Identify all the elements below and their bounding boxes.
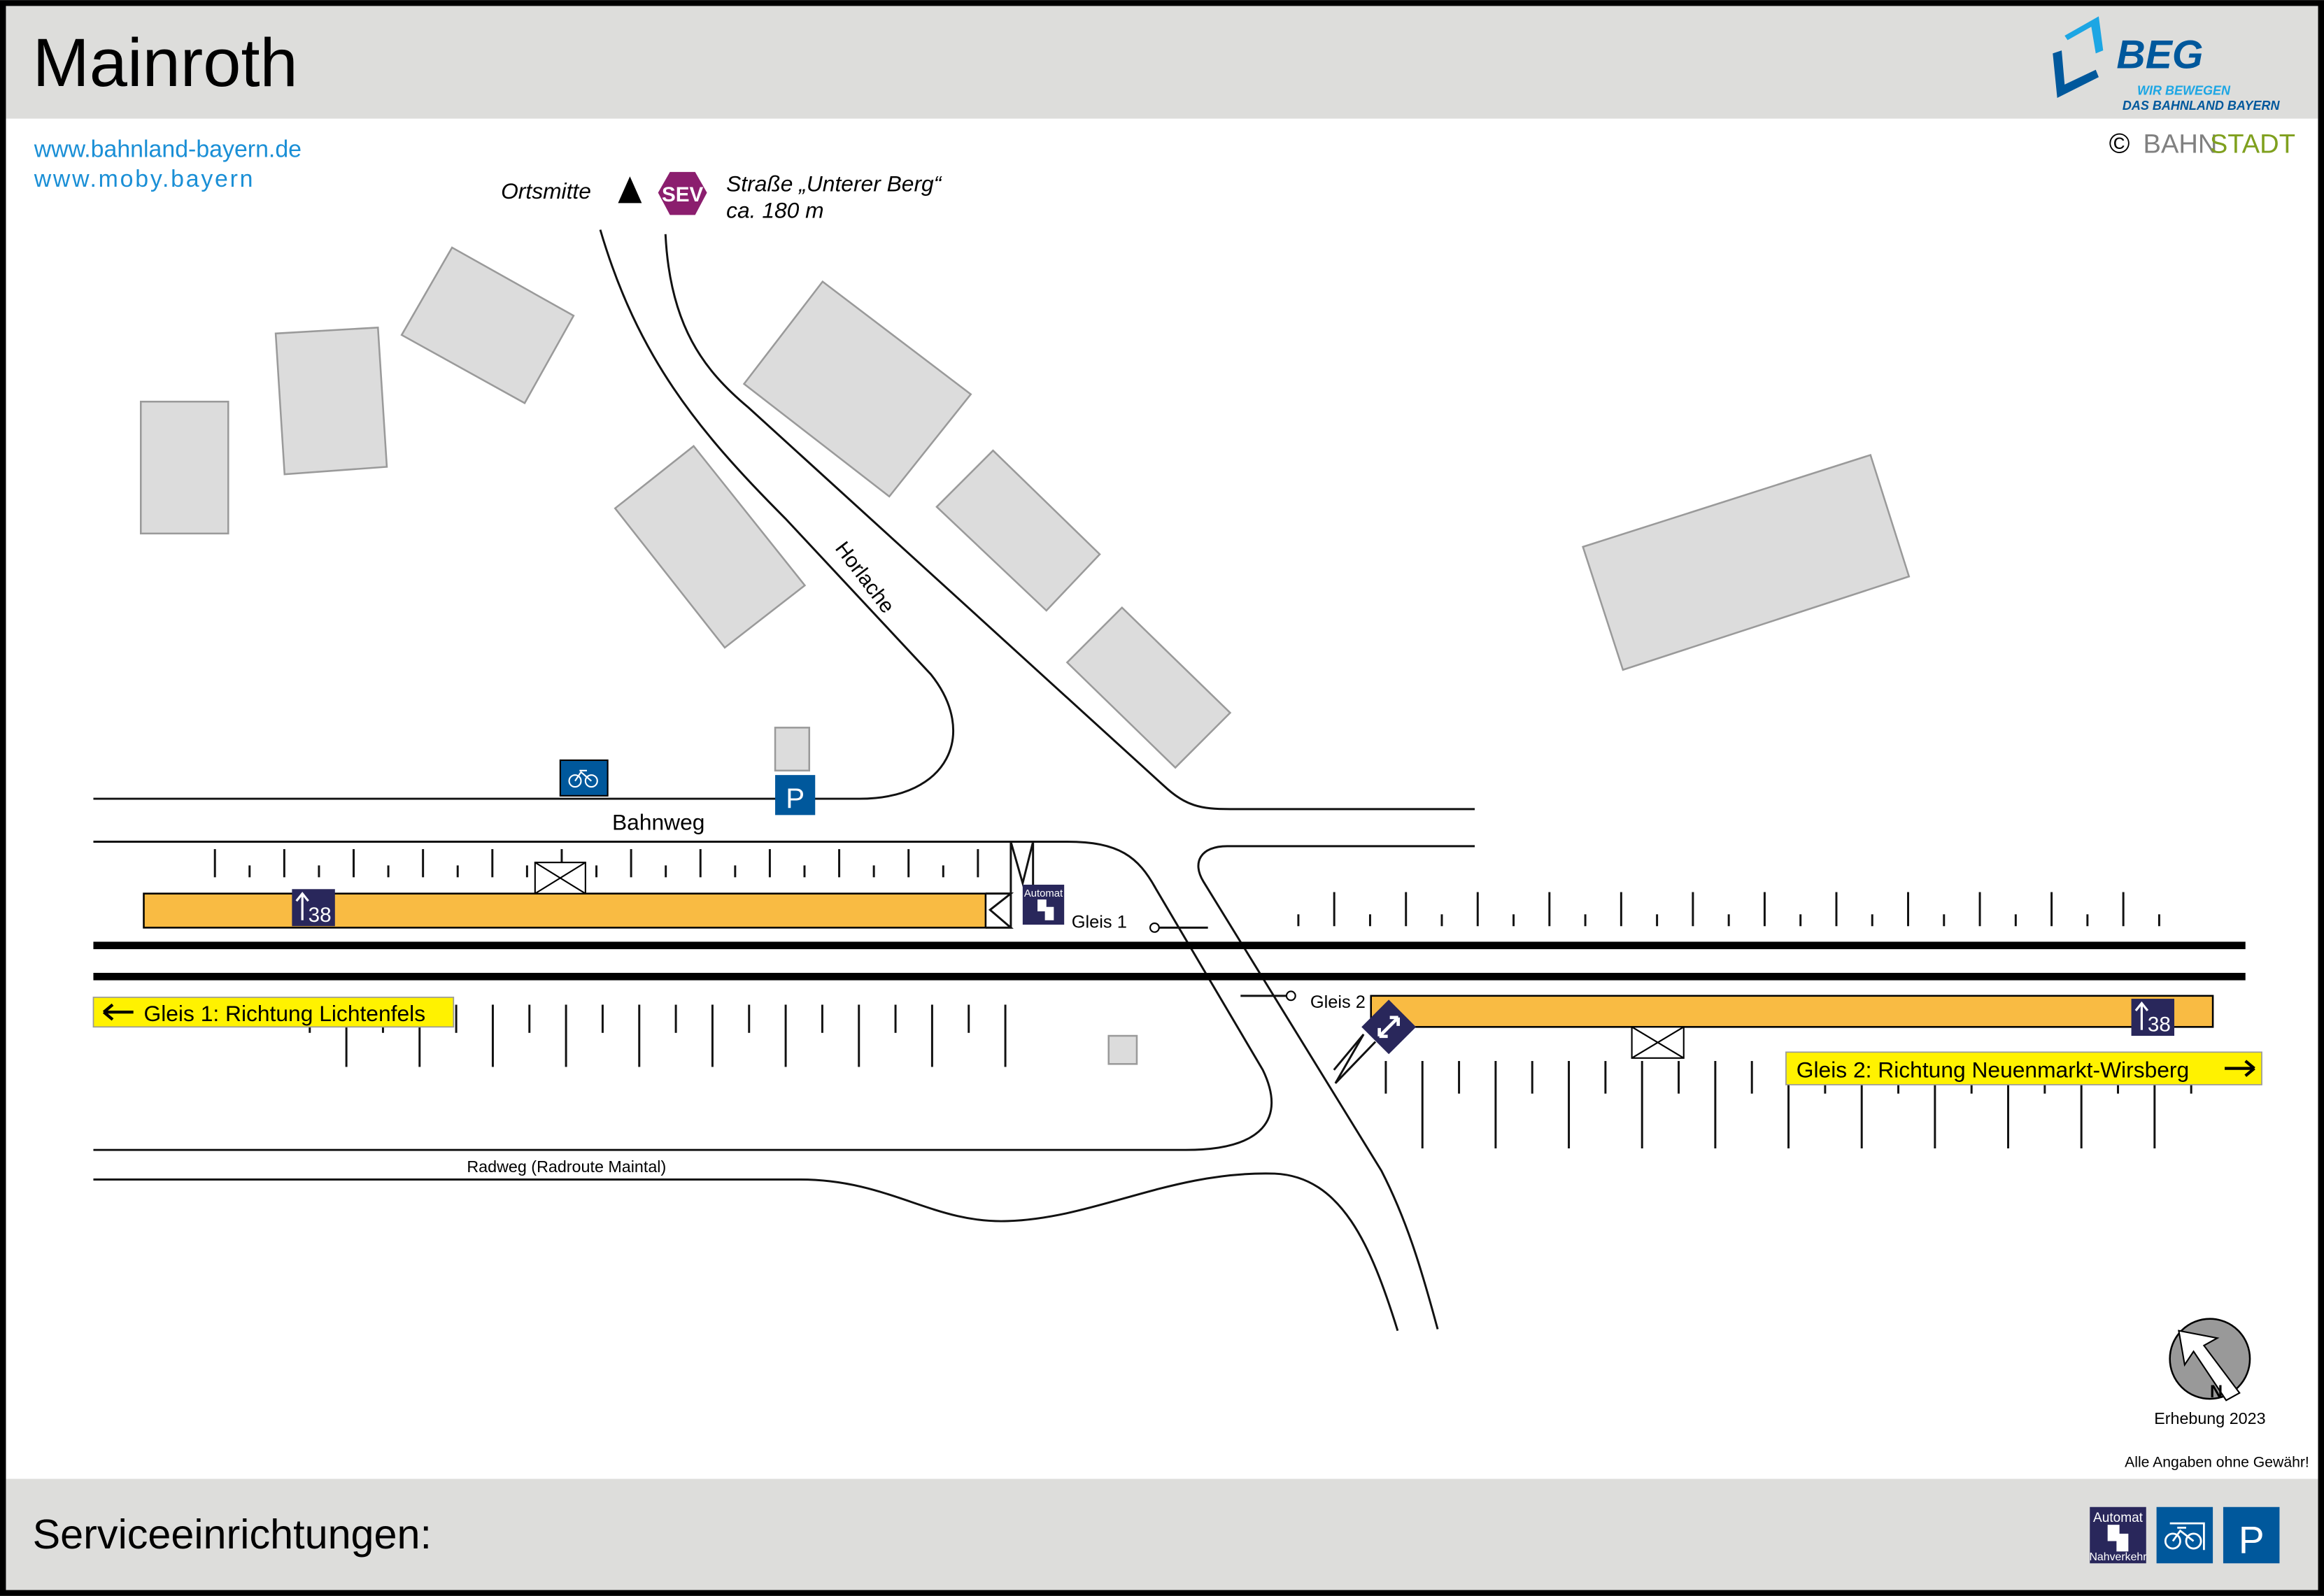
bus-exit-icon: 38 [292,889,335,927]
arrow-right-icon [2225,1060,2255,1077]
legend-bike-parking-icon [2156,1506,2213,1564]
level-access-icon [1361,999,1417,1055]
platform-lighting-ticks [213,849,2192,1149]
bahnstadt-text-b: STADT [2210,129,2295,159]
street-label-radweg: Radweg (Radroute Maintal) [467,1157,666,1176]
beg-logo-mark-top-icon [2064,16,2104,54]
horlache-east-edge [664,234,1475,811]
platform-gleis-2 [1370,995,2214,1028]
exit-number: 38 [2148,1013,2171,1036]
shelter-icon [1631,1026,1685,1059]
footer-band [6,1479,2318,1590]
direction-triangle-icon [618,176,642,204]
building [1582,453,1911,671]
bahnstadt-logo: © BAHN STADT [2109,127,2295,159]
parking-icon: P [775,775,816,815]
beg-logo: BEG WIR BEWEGEN DAS BAHNLAND BAYERN [2053,16,2281,113]
radweg-south-edge [93,1172,1399,1332]
roads [93,229,1475,1332]
crossing-road-edge [1197,845,1475,1330]
disclaimer: Alle Angaben ohne Gewähr! [2125,1455,2309,1471]
compass-letter: N [2210,1382,2223,1402]
sev-distance: ca. 180 m [726,198,824,223]
bahnweg-south-edge [93,841,1273,1151]
legend-ticket-machine-icon: Automat Nahverkehr [2089,1506,2147,1564]
building [139,400,229,535]
sev-street: Straße „Unterer Berg“ [726,171,942,196]
horlache-west-edge [93,229,955,800]
sev-badge: SEV [662,183,704,206]
platform-2-ramp [1333,1033,1377,1084]
page-title: Mainroth [33,24,298,101]
platform-1-ramp [985,841,1035,929]
beg-tagline-1: WIR BEWEGEN [2137,84,2231,98]
building [774,727,811,772]
legend-automat-top: Automat [2093,1511,2144,1525]
ticket-machine-icon: Automat [1022,884,1065,925]
beg-tagline-2: DAS BAHNLAND BAYERN [2123,99,2281,113]
direction-text-gleis-2: Gleis 2: Richtung Neuenmarkt-Wirsberg [1797,1057,2189,1082]
ticket-machine-label: Automat [1024,888,1063,899]
street-label-bahnweg: Bahnweg [612,810,704,835]
bus-exit-icon: 38 [2131,999,2175,1036]
direction-sign-gleis-2: Gleis 2: Richtung Neuenmarkt-Wirsberg [1785,1051,2262,1085]
building [935,449,1101,612]
building [400,246,575,405]
copyright-symbol: © [2109,127,2130,159]
building [614,445,807,649]
legend-parking-letter: P [2239,1518,2265,1561]
gleis-2-label: Gleis 2 [1310,992,1366,1012]
survey-date: Erhebung 2023 [2154,1409,2265,1427]
services-title: Serviceeinrichtungen: [33,1511,432,1558]
legend-automat-bottom: Nahverkehr [2089,1551,2147,1563]
link-bahnland[interactable]: www.bahnland-bayern.de [34,136,302,163]
arrow-left-icon [102,1003,134,1021]
ortsmitte-label: Ortsmitte [501,178,591,204]
bike-parking-icon [559,759,609,797]
direction-text-gleis-1: Gleis 1: Richtung Lichtenfels [144,1001,426,1026]
buildings [139,246,1911,1065]
bahnstadt-text-a: BAHN [2144,129,2218,159]
beg-logo-text: BEG [2116,33,2203,78]
gleis-1-marker-icon [1149,922,1160,933]
gleis-2-marker-icon [1285,990,1296,1002]
building [742,280,972,498]
platform-gleis-1 [143,892,987,929]
legend-parking-icon: P [2223,1506,2280,1564]
building [274,326,388,476]
exit-number: 38 [309,904,332,927]
link-moby[interactable]: www.moby.bayern [34,166,255,192]
direction-sign-gleis-1: Gleis 1: Richtung Lichtenfels [92,997,455,1028]
gleis-1-label: Gleis 1 [1072,912,1127,932]
building [1065,606,1232,769]
parking-letter: P [786,783,805,814]
beg-logo-mark-bottom-icon [2053,50,2099,98]
building [1107,1034,1138,1065]
sev-hexagon-icon [658,171,707,215]
compass-north-icon: N [2169,1318,2251,1402]
header-band [6,6,2318,119]
shelter-icon [534,862,586,895]
